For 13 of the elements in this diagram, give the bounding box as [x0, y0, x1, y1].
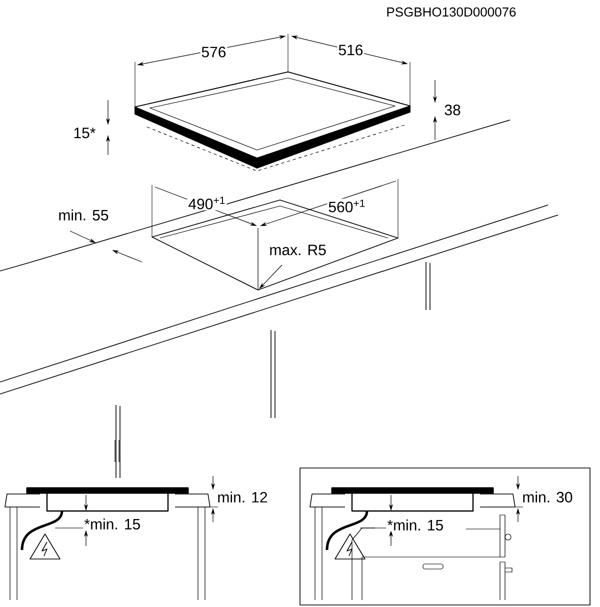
dimension-label: 560$^{+1}$: [327, 198, 367, 214]
dimension-label: 516: [337, 44, 364, 56]
dimension-label: 490$^{+1}$: [187, 196, 227, 210]
dimension-label: min. 55: [57, 208, 110, 222]
dimension-label: *min. 15: [83, 518, 142, 530]
drawing-code: PSGBHO130D000076: [385, 6, 518, 18]
dimension-label: 576: [200, 46, 228, 58]
dimension-label: *min. 15: [386, 518, 445, 532]
dimension-label: max. R5: [268, 244, 328, 256]
dimension-label: 15*: [72, 126, 97, 140]
dimension-label: 38: [443, 104, 462, 116]
dimension-label: min. 30: [521, 490, 574, 504]
dimension-label: min. 12: [216, 490, 269, 504]
